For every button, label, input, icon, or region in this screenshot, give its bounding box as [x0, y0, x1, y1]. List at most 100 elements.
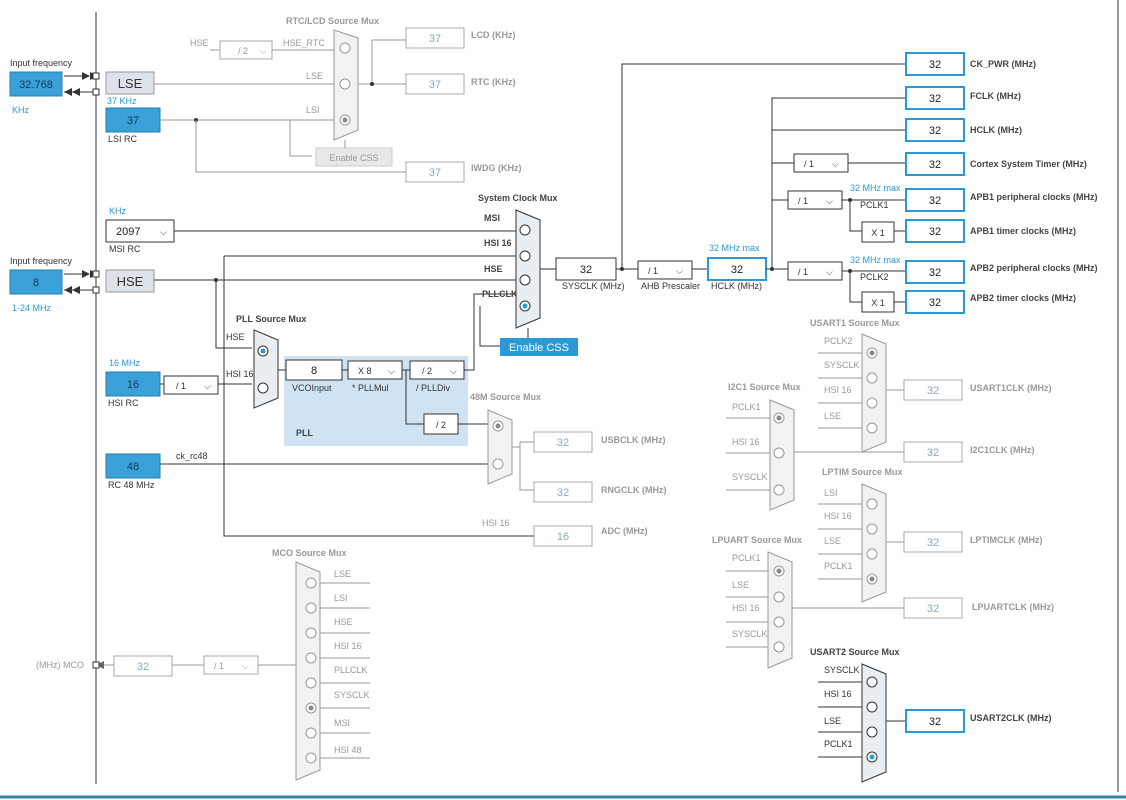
svg-text:X 1: X 1 [871, 298, 885, 308]
hse-frequency-input[interactable] [9, 269, 63, 295]
cortex-divider-select[interactable] [793, 153, 849, 173]
svg-text:8: 8 [311, 365, 317, 377]
svg-text:PCLK1: PCLK1 [860, 200, 889, 210]
lptimclk-label: LPTIMCLK (MHz) [970, 535, 1042, 545]
lse-frequency-value: 32.768 [19, 79, 53, 91]
svg-text:37: 37 [429, 79, 441, 91]
lsi-frequency-top: 37 KHz [107, 96, 137, 106]
apb1-prescaler-select[interactable] [787, 190, 843, 210]
apb1-periph-box [905, 188, 965, 212]
svg-text:LSE: LSE [824, 411, 841, 421]
hclk-out-box [905, 118, 965, 142]
lse-frequency-input[interactable] [9, 71, 63, 97]
svg-text:LSI: LSI [334, 593, 348, 603]
svg-text:Enable CSS: Enable CSS [329, 153, 378, 163]
apb1-periph-label: APB1 peripheral clocks (MHz) [970, 192, 1098, 202]
svg-text:HSI 16: HSI 16 [484, 238, 512, 248]
lsi-value: 37 [127, 115, 139, 127]
apb2-periph-box [905, 260, 965, 284]
lptim-source-mux[interactable] [861, 483, 887, 603]
ahb-prescaler-select[interactable] [637, 260, 693, 280]
svg-text:PCLK2: PCLK2 [860, 272, 889, 282]
svg-text:HCLK (MHz): HCLK (MHz) [711, 281, 762, 291]
usart1-source-mux[interactable] [861, 333, 887, 453]
svg-text:⌵: ⌵ [204, 381, 211, 391]
lse-block [105, 71, 155, 95]
rngclk-label: RNGCLK (MHz) [601, 485, 667, 495]
svg-text:/ 1: / 1 [798, 196, 808, 206]
svg-text:HSE_RTC: HSE_RTC [283, 38, 325, 48]
svg-text:/ PLLDiv: / PLLDiv [416, 383, 451, 393]
svg-text:16: 16 [127, 379, 139, 391]
rtc-enable-css-button[interactable] [315, 147, 393, 167]
hsi16-value-box[interactable] [105, 371, 161, 397]
svg-text:⌵: ⌵ [450, 366, 457, 376]
svg-text:HSI 48: HSI 48 [334, 745, 362, 755]
enable-css-button[interactable] [500, 338, 578, 356]
svg-text:⌵: ⌵ [260, 46, 267, 56]
svg-text:32: 32 [929, 716, 941, 728]
mco-divider-select[interactable] [203, 655, 259, 675]
svg-text:HSI 16: HSI 16 [732, 437, 760, 447]
svg-text:32: 32 [557, 437, 569, 449]
mco-source-mux[interactable] [295, 561, 321, 781]
rngclk-box [533, 481, 593, 503]
svg-text:LSE: LSE [824, 716, 841, 726]
svg-text:Enable CSS: Enable CSS [509, 342, 569, 354]
i2c1-mux-title: I2C1 Source Mux [728, 382, 801, 392]
svg-text:16: 16 [557, 531, 569, 543]
svg-text:/ 1: / 1 [214, 661, 224, 671]
svg-text:PLL: PLL [296, 428, 314, 438]
mco-mux-title: MCO Source Mux [272, 548, 347, 558]
svg-text:2097: 2097 [116, 226, 140, 238]
adc-box [533, 525, 593, 547]
ck-rc48-label: ck_rc48 [176, 451, 208, 461]
svg-text:/ 2: / 2 [436, 420, 446, 430]
adc-label: ADC (MHz) [601, 526, 648, 536]
usart2-mux-title: USART2 Source Mux [810, 647, 900, 657]
hsi16-frequency-top: 16 MHz [109, 358, 141, 368]
svg-text:AHB Prescaler: AHB Prescaler [641, 281, 700, 291]
svg-text:SYSCLK: SYSCLK [824, 665, 860, 675]
svg-text:32: 32 [929, 195, 941, 207]
svg-text:HSI 16: HSI 16 [824, 511, 852, 521]
svg-text:⌵: ⌵ [826, 196, 833, 206]
system-clock-mux[interactable] [515, 209, 541, 329]
lpuart-source-mux[interactable] [767, 551, 793, 669]
svg-text:HSE: HSE [117, 274, 144, 289]
rtc-output-box [405, 73, 465, 95]
svg-text:32: 32 [927, 447, 939, 459]
lse-block-label: LSE [118, 76, 143, 91]
rtc-mux-title: RTC/LCD Source Mux [286, 16, 379, 26]
svg-text:LSE: LSE [824, 536, 841, 546]
svg-text:X 1: X 1 [871, 228, 885, 238]
i2c1clk-box [903, 441, 963, 463]
lse-input-label: Input frequency [10, 58, 73, 68]
lcd-output-label: LCD (KHz) [471, 30, 516, 40]
mco-output-box [113, 655, 173, 677]
svg-text:32: 32 [731, 264, 743, 276]
usart1clk-box [903, 379, 963, 401]
ck-pwr-box [905, 52, 965, 76]
pll-mux-title: PLL Source Mux [236, 314, 306, 324]
svg-text:⌵: ⌵ [160, 227, 167, 237]
svg-text:MSI: MSI [334, 718, 350, 728]
svg-text:HSE: HSE [226, 332, 245, 342]
apb2-prescaler-select[interactable] [787, 261, 843, 281]
pll-source-mux[interactable] [253, 329, 279, 409]
usart2clk-box [905, 709, 965, 733]
svg-text:⌵: ⌵ [826, 267, 833, 277]
usart2-source-mux[interactable] [861, 663, 887, 783]
svg-text:37: 37 [429, 167, 441, 179]
svg-text:HSI 16: HSI 16 [824, 689, 852, 699]
rc48-value-box[interactable] [105, 453, 161, 479]
svg-text:48: 48 [127, 461, 139, 473]
svg-text:HSE: HSE [484, 264, 503, 274]
system-clock-mux-title: System Clock Mux [478, 193, 558, 203]
hsi16-divider-select[interactable] [163, 375, 219, 395]
usart2clk-label: USART2CLK (MHz) [970, 713, 1052, 723]
svg-text:VCOInput: VCOInput [292, 383, 332, 393]
hse-input-label: Input frequency [10, 256, 73, 266]
svg-text:PLLCLK: PLLCLK [334, 665, 368, 675]
